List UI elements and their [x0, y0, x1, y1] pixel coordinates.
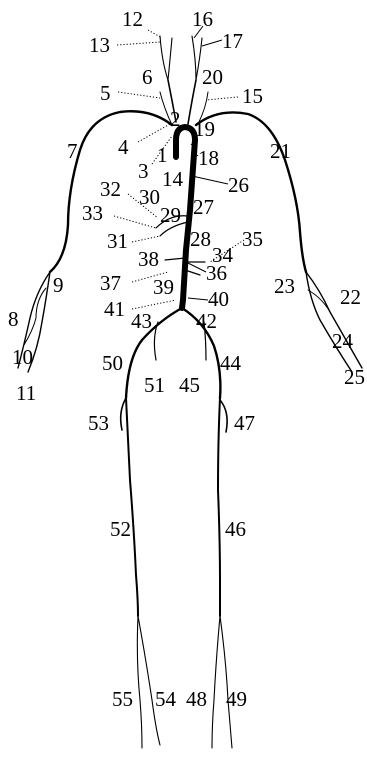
label-47: 47: [234, 411, 255, 435]
label-23: 23: [274, 274, 295, 298]
label-10: 10: [12, 345, 33, 369]
left-posterior-tibial: [220, 616, 232, 748]
label-46: 46: [225, 517, 246, 541]
label-18: 18: [198, 146, 219, 170]
label-8: 8: [8, 307, 19, 331]
label-35: 35: [242, 227, 263, 251]
label-2: 2: [170, 107, 181, 131]
label-9: 9: [53, 273, 64, 297]
right-external-carotid: [160, 36, 168, 80]
leader-40: [188, 298, 208, 300]
label-19: 19: [194, 117, 215, 141]
label-43: 43: [131, 309, 152, 333]
label-20: 20: [202, 65, 223, 89]
label-37: 37: [100, 271, 121, 295]
label-41: 41: [104, 297, 125, 321]
right-deep-femoral: [121, 398, 126, 430]
label-12: 12: [122, 7, 143, 31]
label-22: 22: [340, 285, 361, 309]
label-24: 24: [332, 329, 354, 353]
leader-12: [148, 30, 162, 38]
leader-26: [192, 176, 228, 184]
label-27: 27: [193, 195, 214, 219]
leader-36: [186, 262, 206, 272]
label-53: 53: [88, 411, 109, 435]
label-7: 7: [67, 139, 78, 163]
leader-15: [206, 97, 238, 100]
label-25: 25: [344, 365, 365, 389]
label-44: 44: [220, 351, 242, 375]
label-6: 6: [142, 65, 153, 89]
label-39: 39: [153, 275, 174, 299]
label-26: 26: [228, 173, 249, 197]
label-55: 55: [112, 687, 133, 711]
label-17: 17: [222, 29, 243, 53]
label-32: 32: [100, 177, 121, 201]
leader-41: [132, 300, 176, 309]
leader-4: [138, 124, 170, 142]
left-interosseous: [308, 290, 330, 312]
label-5: 5: [100, 81, 111, 105]
leader-5: [118, 92, 160, 98]
label-50: 50: [102, 351, 123, 375]
label-42: 42: [196, 309, 217, 333]
left-external-carotid: [192, 36, 196, 80]
leader-33: [114, 216, 156, 228]
left-deep-femoral: [220, 400, 227, 432]
label-11: 11: [16, 381, 36, 405]
label-28: 28: [190, 227, 211, 251]
right-femoral: [126, 398, 138, 616]
label-33: 33: [82, 201, 103, 225]
leader-17: [202, 40, 222, 46]
leader-31: [132, 236, 160, 242]
label-51: 51: [144, 373, 165, 397]
label-45: 45: [179, 373, 200, 397]
label-15: 15: [242, 84, 263, 108]
label-4: 4: [118, 135, 129, 159]
leader-13: [117, 42, 160, 45]
label-14: 14: [162, 167, 184, 191]
right-internal-carotid: [168, 38, 172, 80]
label-48: 48: [186, 687, 207, 711]
label-30: 30: [139, 185, 160, 209]
label-36: 36: [206, 261, 227, 285]
label-16: 16: [192, 7, 213, 31]
label-21: 21: [270, 139, 291, 163]
label-49: 49: [226, 687, 247, 711]
label-13: 13: [89, 33, 110, 57]
label-29: 29: [160, 203, 181, 227]
label-1: 1: [157, 143, 168, 167]
left-anterior-tibial: [212, 616, 220, 748]
label-52: 52: [110, 517, 131, 541]
label-38: 38: [138, 247, 159, 271]
label-3: 3: [138, 159, 149, 183]
label-40: 40: [208, 287, 229, 311]
label-31: 31: [107, 229, 128, 253]
label-54: 54: [155, 687, 177, 711]
left-femoral: [218, 398, 220, 616]
